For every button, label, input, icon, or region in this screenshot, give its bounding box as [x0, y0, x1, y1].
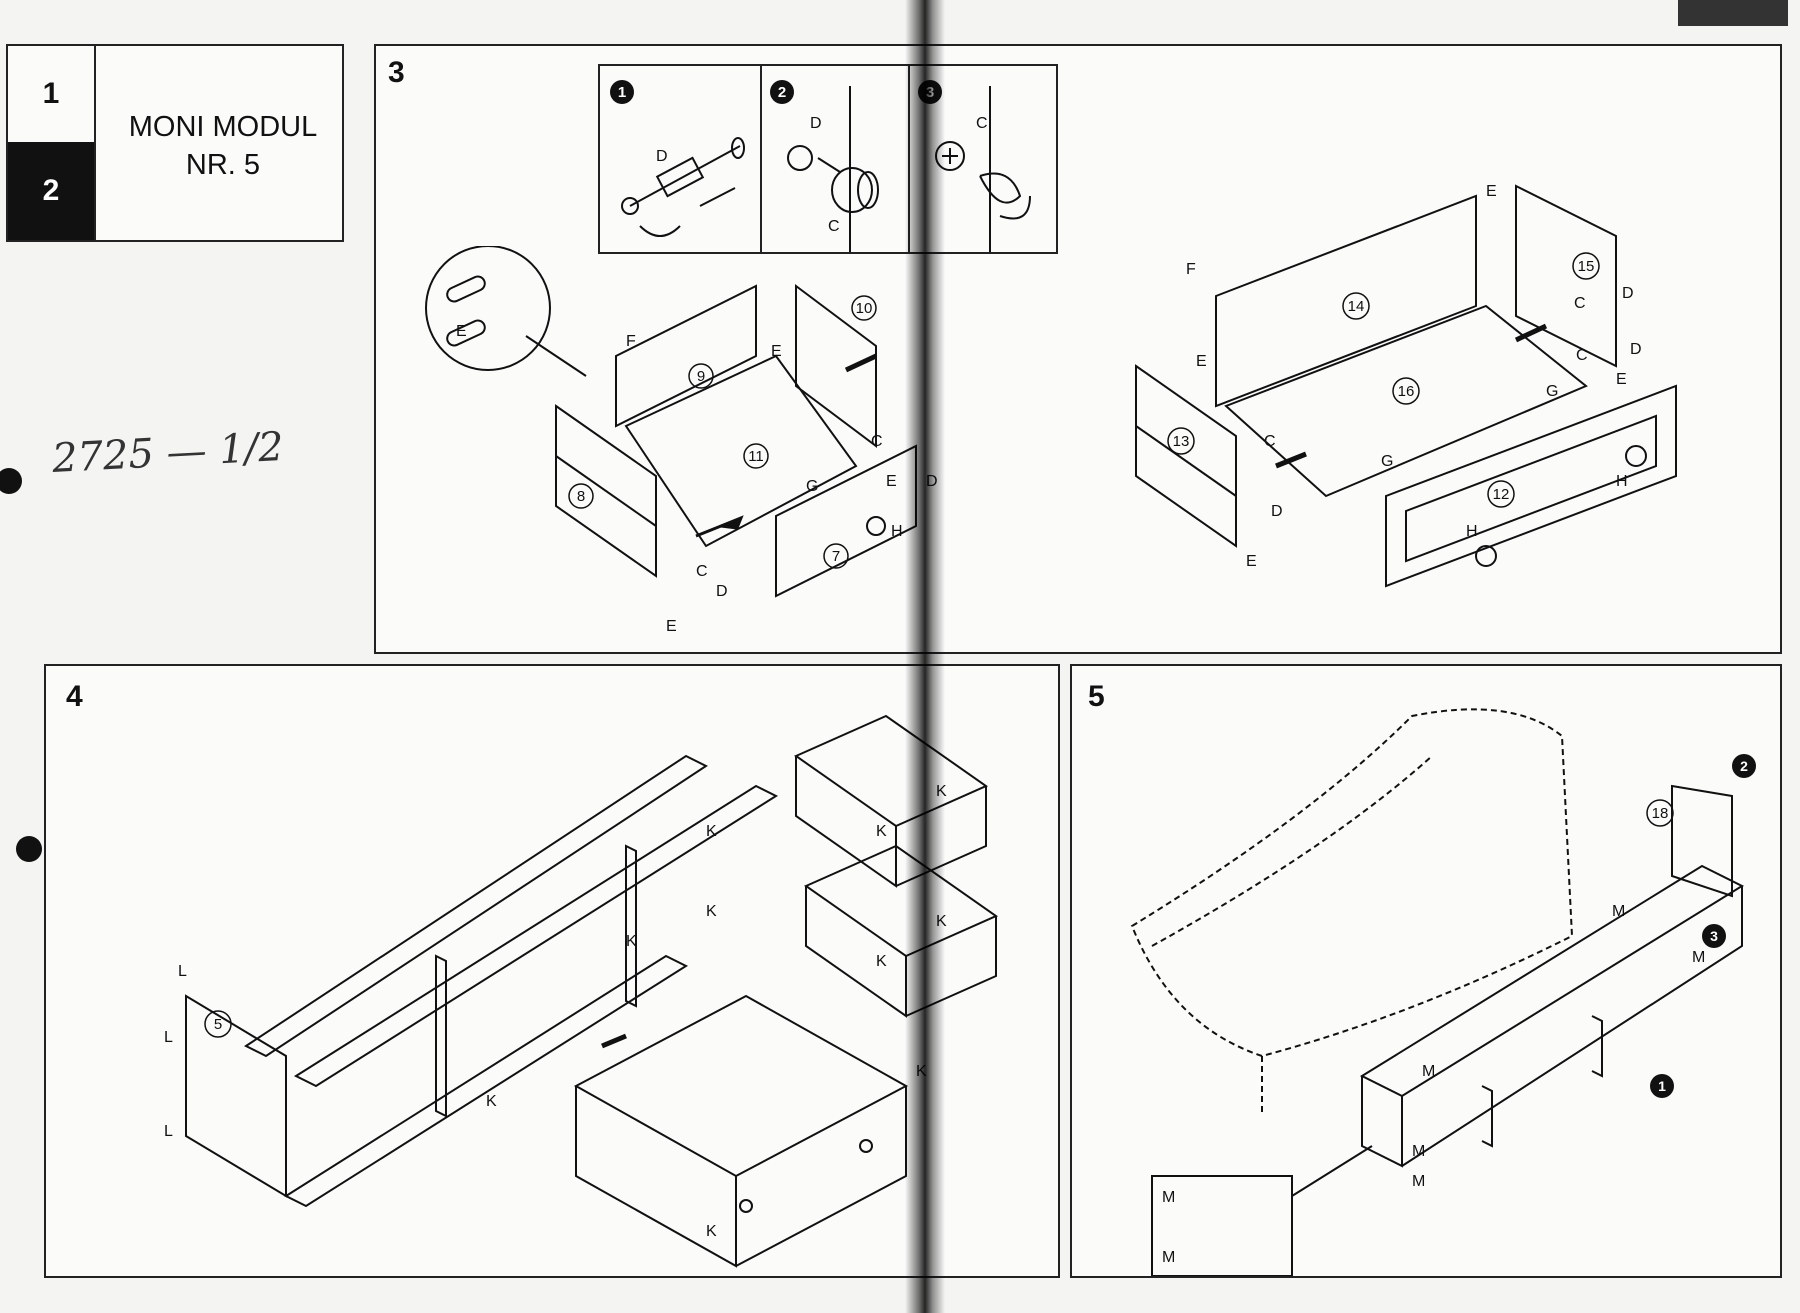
svg-text:16: 16	[1398, 383, 1415, 400]
fitting-substeps-art: 1 2 3 D D C	[610, 80, 1031, 252]
fitting-substeps: 1 2 3 D D C	[598, 64, 1058, 254]
svg-text:K: K	[706, 903, 717, 920]
svg-text:G: G	[1546, 383, 1558, 400]
svg-text:F: F	[1186, 261, 1196, 278]
svg-text:10: 10	[856, 300, 873, 317]
svg-text:M: M	[1162, 1249, 1175, 1266]
svg-text:K: K	[486, 1093, 497, 1110]
model-title-line1: MONI MODUL	[128, 111, 318, 143]
svg-text:K: K	[706, 823, 717, 840]
step3-panel: 3 1 2 3 D	[374, 44, 1782, 654]
svg-text:M: M	[1692, 949, 1705, 966]
svg-text:14: 14	[1348, 298, 1365, 315]
svg-text:M: M	[1412, 1173, 1425, 1190]
svg-text:E: E	[886, 473, 897, 490]
svg-text:E: E	[666, 618, 677, 635]
step-number: 4	[66, 680, 83, 713]
svg-text:C: C	[696, 563, 708, 580]
scan-fold-shadow	[905, 0, 945, 1313]
svg-text:G: G	[806, 478, 818, 495]
svg-text:11: 11	[748, 448, 764, 465]
svg-text:L: L	[164, 1123, 173, 1140]
svg-text:M: M	[1612, 903, 1625, 920]
svg-text:H: H	[1466, 523, 1478, 540]
svg-text:K: K	[706, 1223, 717, 1240]
svg-text:D: D	[1271, 503, 1283, 520]
svg-text:E: E	[771, 343, 782, 360]
turning-cam-icon	[935, 86, 1031, 252]
bed-fit-art: 18 2 3 1 M M M M M M M	[1130, 708, 1756, 1276]
handwritten-note: 2725 — 1/2	[50, 423, 285, 483]
model-title: MONI MODUL NR. 5	[108, 108, 338, 184]
svg-text:D: D	[1622, 285, 1634, 302]
substep-1-label: 1	[618, 84, 626, 101]
svg-text:E: E	[1486, 183, 1497, 200]
cam-screw-icon	[621, 137, 745, 237]
svg-text:C: C	[976, 115, 988, 132]
svg-text:D: D	[810, 115, 822, 132]
svg-text:13: 13	[1173, 433, 1190, 450]
binder-hole-icon	[0, 468, 22, 494]
svg-text:H: H	[1616, 473, 1628, 490]
svg-text:C: C	[871, 433, 883, 450]
binder-hole-icon	[16, 836, 42, 862]
svg-text:L: L	[178, 963, 187, 980]
part-18-label: 18	[1652, 805, 1669, 822]
svg-text:K: K	[876, 953, 887, 970]
drawer-exploded-left: 8 9 10 11 7 E F E C D E G H C E D	[425, 246, 938, 635]
page-tab-1: 1	[8, 46, 96, 144]
svg-text:9: 9	[697, 368, 705, 385]
step-number: 3	[388, 56, 405, 89]
svg-text:C: C	[1574, 295, 1586, 312]
svg-text:E: E	[1616, 371, 1627, 388]
svg-text:D: D	[1630, 341, 1642, 358]
svg-text:L: L	[164, 1029, 173, 1046]
substep-3-marker: 3	[1710, 928, 1718, 944]
svg-text:7: 7	[832, 548, 840, 565]
substep-2-label: 2	[778, 84, 786, 101]
svg-text:D: D	[656, 148, 668, 165]
title-block: 1 2 MONI MODUL NR. 5	[6, 44, 344, 242]
svg-text:M: M	[1412, 1143, 1425, 1160]
svg-text:8: 8	[577, 488, 585, 505]
model-title-line2: NR. 5	[185, 149, 261, 181]
drawer-part-labels: 8 9 10 11 7	[568, 295, 877, 569]
substep-1-marker: 1	[1658, 1078, 1666, 1094]
svg-text:E: E	[1196, 353, 1207, 370]
part-5-label: 5	[214, 1016, 222, 1033]
svg-text:15: 15	[1578, 258, 1595, 275]
corner-stamp	[1678, 0, 1788, 26]
svg-text:F: F	[626, 333, 636, 350]
svg-text:C: C	[1264, 433, 1276, 450]
drawer-part-labels: 12 13 14 15 16	[1167, 252, 1600, 508]
svg-text:E: E	[1246, 553, 1257, 570]
cam-lock-icon	[787, 86, 879, 252]
page-tab-2-active: 2	[8, 142, 96, 240]
substep-2-marker: 2	[1740, 758, 1748, 774]
svg-text:D: D	[716, 583, 728, 600]
svg-text:G: G	[1381, 453, 1393, 470]
step5-panel: 5 18 2 3 1 M M M M M	[1070, 664, 1782, 1278]
svg-text:K: K	[626, 933, 637, 950]
step-number: 5	[1088, 680, 1105, 713]
drawer-exploded-right: 12 13 14 15 16 F E E C D E G G H H C D C…	[1135, 183, 1677, 588]
svg-text:C: C	[1576, 347, 1588, 364]
svg-text:H: H	[891, 523, 903, 540]
svg-text:M: M	[1162, 1189, 1175, 1206]
svg-text:E: E	[456, 323, 467, 340]
svg-text:K: K	[876, 823, 887, 840]
svg-text:C: C	[828, 218, 840, 235]
svg-text:M: M	[1422, 1063, 1435, 1080]
step4-panel: 4 5 L L	[44, 664, 1060, 1278]
svg-text:12: 12	[1493, 486, 1510, 503]
